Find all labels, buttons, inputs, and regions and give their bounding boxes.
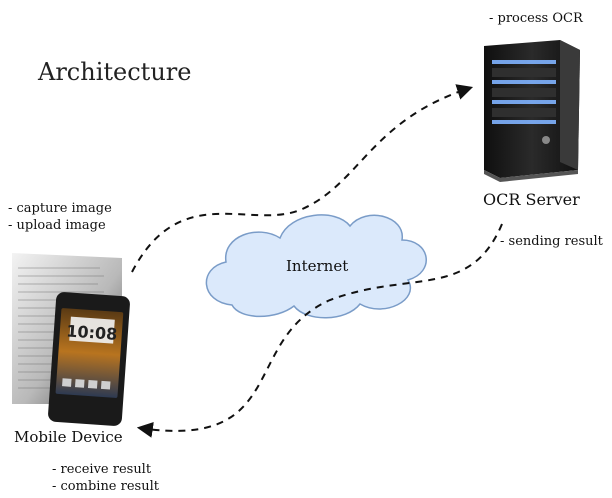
sending-result-note: - sending result: [500, 234, 603, 249]
cloud-shape: [205, 214, 427, 319]
mobile-label: Mobile Device: [14, 428, 123, 446]
phone-image: 10:08: [48, 292, 130, 426]
mobile-note-receive: - receive result: [52, 462, 152, 477]
mobile-note-capture: - capture image: [8, 201, 112, 216]
result-arrow: [136, 223, 503, 438]
phone-clock-text: 10:08: [66, 321, 118, 344]
server-label: OCR Server: [483, 190, 580, 209]
server-note: - process OCR: [489, 11, 583, 26]
mobile-note-combine: - combine result: [52, 479, 159, 494]
cloud-label: Internet: [286, 257, 349, 275]
mobile-note-upload: - upload image: [8, 218, 106, 233]
server-image: [484, 40, 580, 182]
diagram-title: Architecture: [38, 58, 192, 86]
